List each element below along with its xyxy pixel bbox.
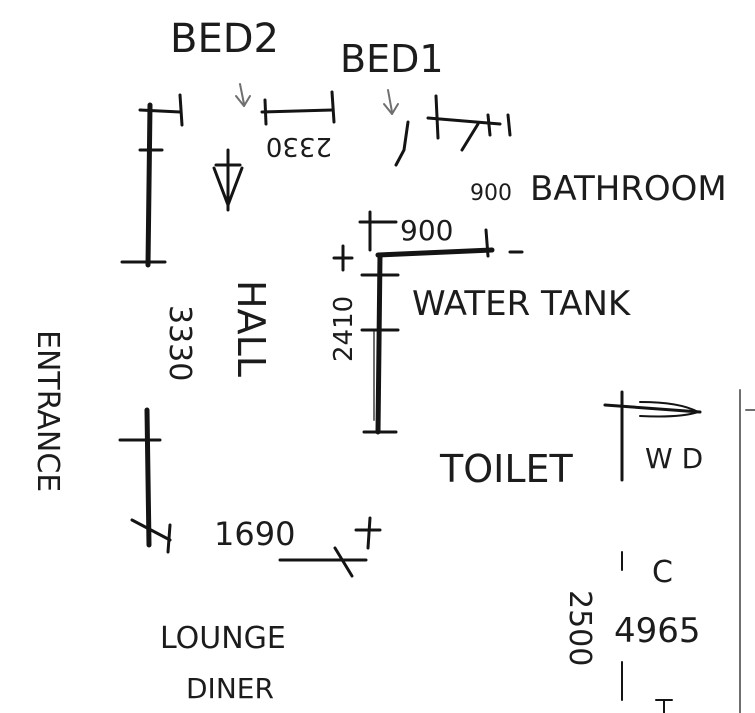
toilet-label: TOILET xyxy=(439,447,574,491)
lounge-label: LOUNGE xyxy=(160,621,286,656)
right-small-dimension: 2500 xyxy=(562,590,597,666)
right-wall xyxy=(603,389,755,713)
wd-label: W D xyxy=(645,442,703,475)
lounge-dimension-line xyxy=(278,516,382,578)
bathroom-opening-dimension: 900 xyxy=(400,214,453,247)
bed1-door-marks xyxy=(383,89,512,167)
right-wall-dimension: 4965 xyxy=(614,611,701,651)
bathroom-label: BATHROOM xyxy=(530,169,727,209)
down-arrow-icon xyxy=(212,148,244,212)
diner-label: DINER xyxy=(186,672,274,705)
entrance-label: ENTRANCE xyxy=(30,330,65,492)
tank-wall-dimension: 2410 xyxy=(329,296,359,362)
bed2-label: BED2 xyxy=(170,16,279,62)
hall-length-dimension: 3330 xyxy=(162,305,197,381)
lounge-opening-dimension: 1690 xyxy=(214,515,295,553)
water-tank-wall xyxy=(332,210,524,435)
bed1-label: BED1 xyxy=(340,37,444,81)
bathroom-dimension: 900 xyxy=(470,181,512,206)
water-tank-label: WATER TANK xyxy=(412,284,632,324)
c-label: C xyxy=(652,555,673,590)
hall-label: HALL xyxy=(229,280,273,377)
bed2-dimension-line xyxy=(235,83,336,126)
left-wall xyxy=(118,93,184,554)
bed2-width-dimension: 2330 xyxy=(266,131,332,161)
